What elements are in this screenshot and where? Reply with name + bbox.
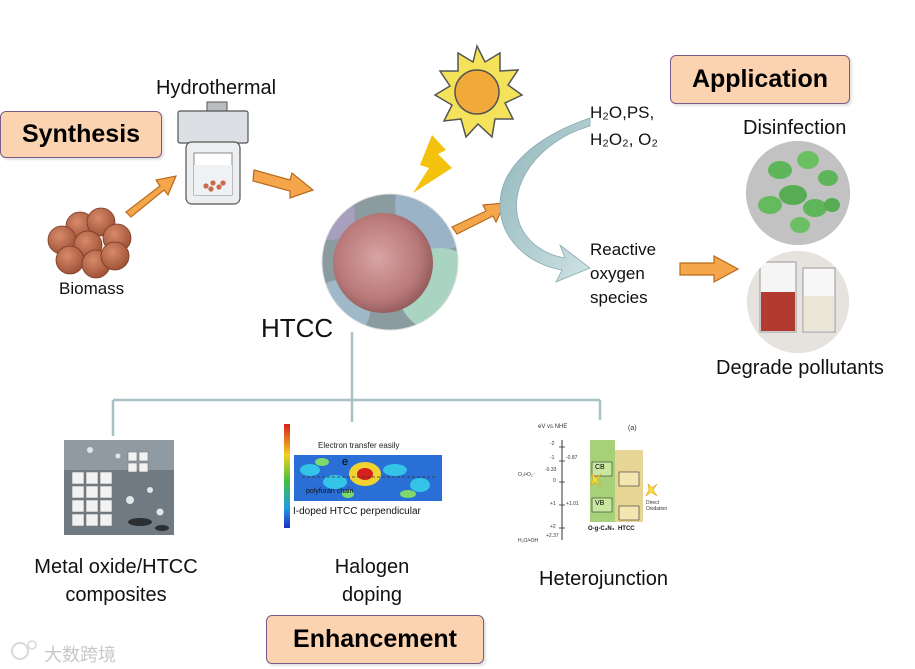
hetero-o2-label: O₂/•O₂⁻ [518, 472, 536, 478]
hydrothermal-label: Hydrothermal [156, 77, 277, 99]
hetero-cb-label: CB [595, 464, 605, 471]
reactants-label-line1: H₂O,PS, [590, 103, 655, 122]
hetero-level-p101: +1.01 [566, 501, 579, 507]
biomass-label: Biomass [59, 279, 125, 298]
arrow-htcc-to-application [451, 202, 506, 235]
metal-oxide-composite-image [64, 440, 174, 535]
watermark-logo-icon [11, 640, 37, 660]
composites-label-line1: Metal oxide/HTCC [34, 556, 198, 578]
hetero-panel-label: (a) [628, 425, 637, 432]
enhancement-connectors [111, 332, 602, 436]
process-arrows [125, 169, 740, 284]
degrade-pollutants-image [747, 251, 849, 353]
hetero-level-m087: -0.87 [566, 455, 578, 461]
halogen-doping-image [284, 424, 442, 528]
composites-label-line2: composites [65, 584, 167, 606]
hetero-level-m033: -0.33 [545, 467, 557, 473]
hetero-materials-label: O-g-C₃N₄ HTCC [588, 526, 635, 532]
halogen-inset-polyfuran: polyfuran chain [306, 488, 354, 495]
heterojunction-image [516, 420, 676, 548]
watermark-text: 大数跨境 [44, 645, 116, 665]
disinfection-label: Disinfection [743, 117, 847, 139]
ros-label-line2: oxygen [590, 264, 645, 283]
hetero-h2o-label: H₂O/•OH [518, 538, 539, 544]
degrade-pollutants-label: Degrade pollutants [716, 357, 884, 379]
hetero-level-0: 0 [553, 478, 556, 484]
disinfection-image [746, 141, 850, 245]
hetero-oxidation-label: Direct Oxidation [646, 500, 668, 512]
halogen-inset-caption: I-doped HTCC perpendicular [293, 506, 421, 517]
synthesis-tag: Synthesis [0, 111, 162, 158]
hetero-level-p1: +1 [550, 501, 556, 507]
biomass-cluster [47, 207, 132, 279]
lightning-icon [413, 135, 452, 193]
hetero-level-m2: -2 [550, 441, 555, 447]
hetero-axis-label: eV vs NHE [538, 424, 568, 430]
ros-label-line1: Reactive [590, 240, 657, 259]
reaction-curve-arrow [499, 117, 591, 283]
halogen-inset-electron: e [342, 456, 349, 468]
hetero-vb-label: VB [595, 500, 605, 507]
arrow-hydrothermal-to-htcc [252, 169, 315, 199]
hydrothermal-vessel [177, 101, 249, 205]
hetero-level-m1: -1 [550, 455, 555, 461]
sun-icon [433, 43, 524, 139]
arrow-ros-to-degrade [679, 254, 740, 284]
halogen-label-line2: doping [341, 584, 403, 606]
hetero-level-p2: +2 [550, 524, 556, 530]
hetero-level-p237: +2.37 [546, 533, 559, 539]
heterojunction-label: Heterojunction [539, 568, 668, 590]
ros-label-line3: species [590, 288, 648, 307]
halogen-label-line1: Halogen [334, 556, 410, 578]
arrow-biomass-to-hydrothermal [125, 175, 177, 218]
enhancement-tag: Enhancement [266, 615, 484, 664]
reactants-label-line2: H₂O₂, O₂ [590, 130, 658, 149]
htcc-label: HTCC [261, 313, 334, 343]
halogen-inset-top-text: Electron transfer easily [318, 441, 400, 450]
application-tag: Application [670, 55, 850, 104]
